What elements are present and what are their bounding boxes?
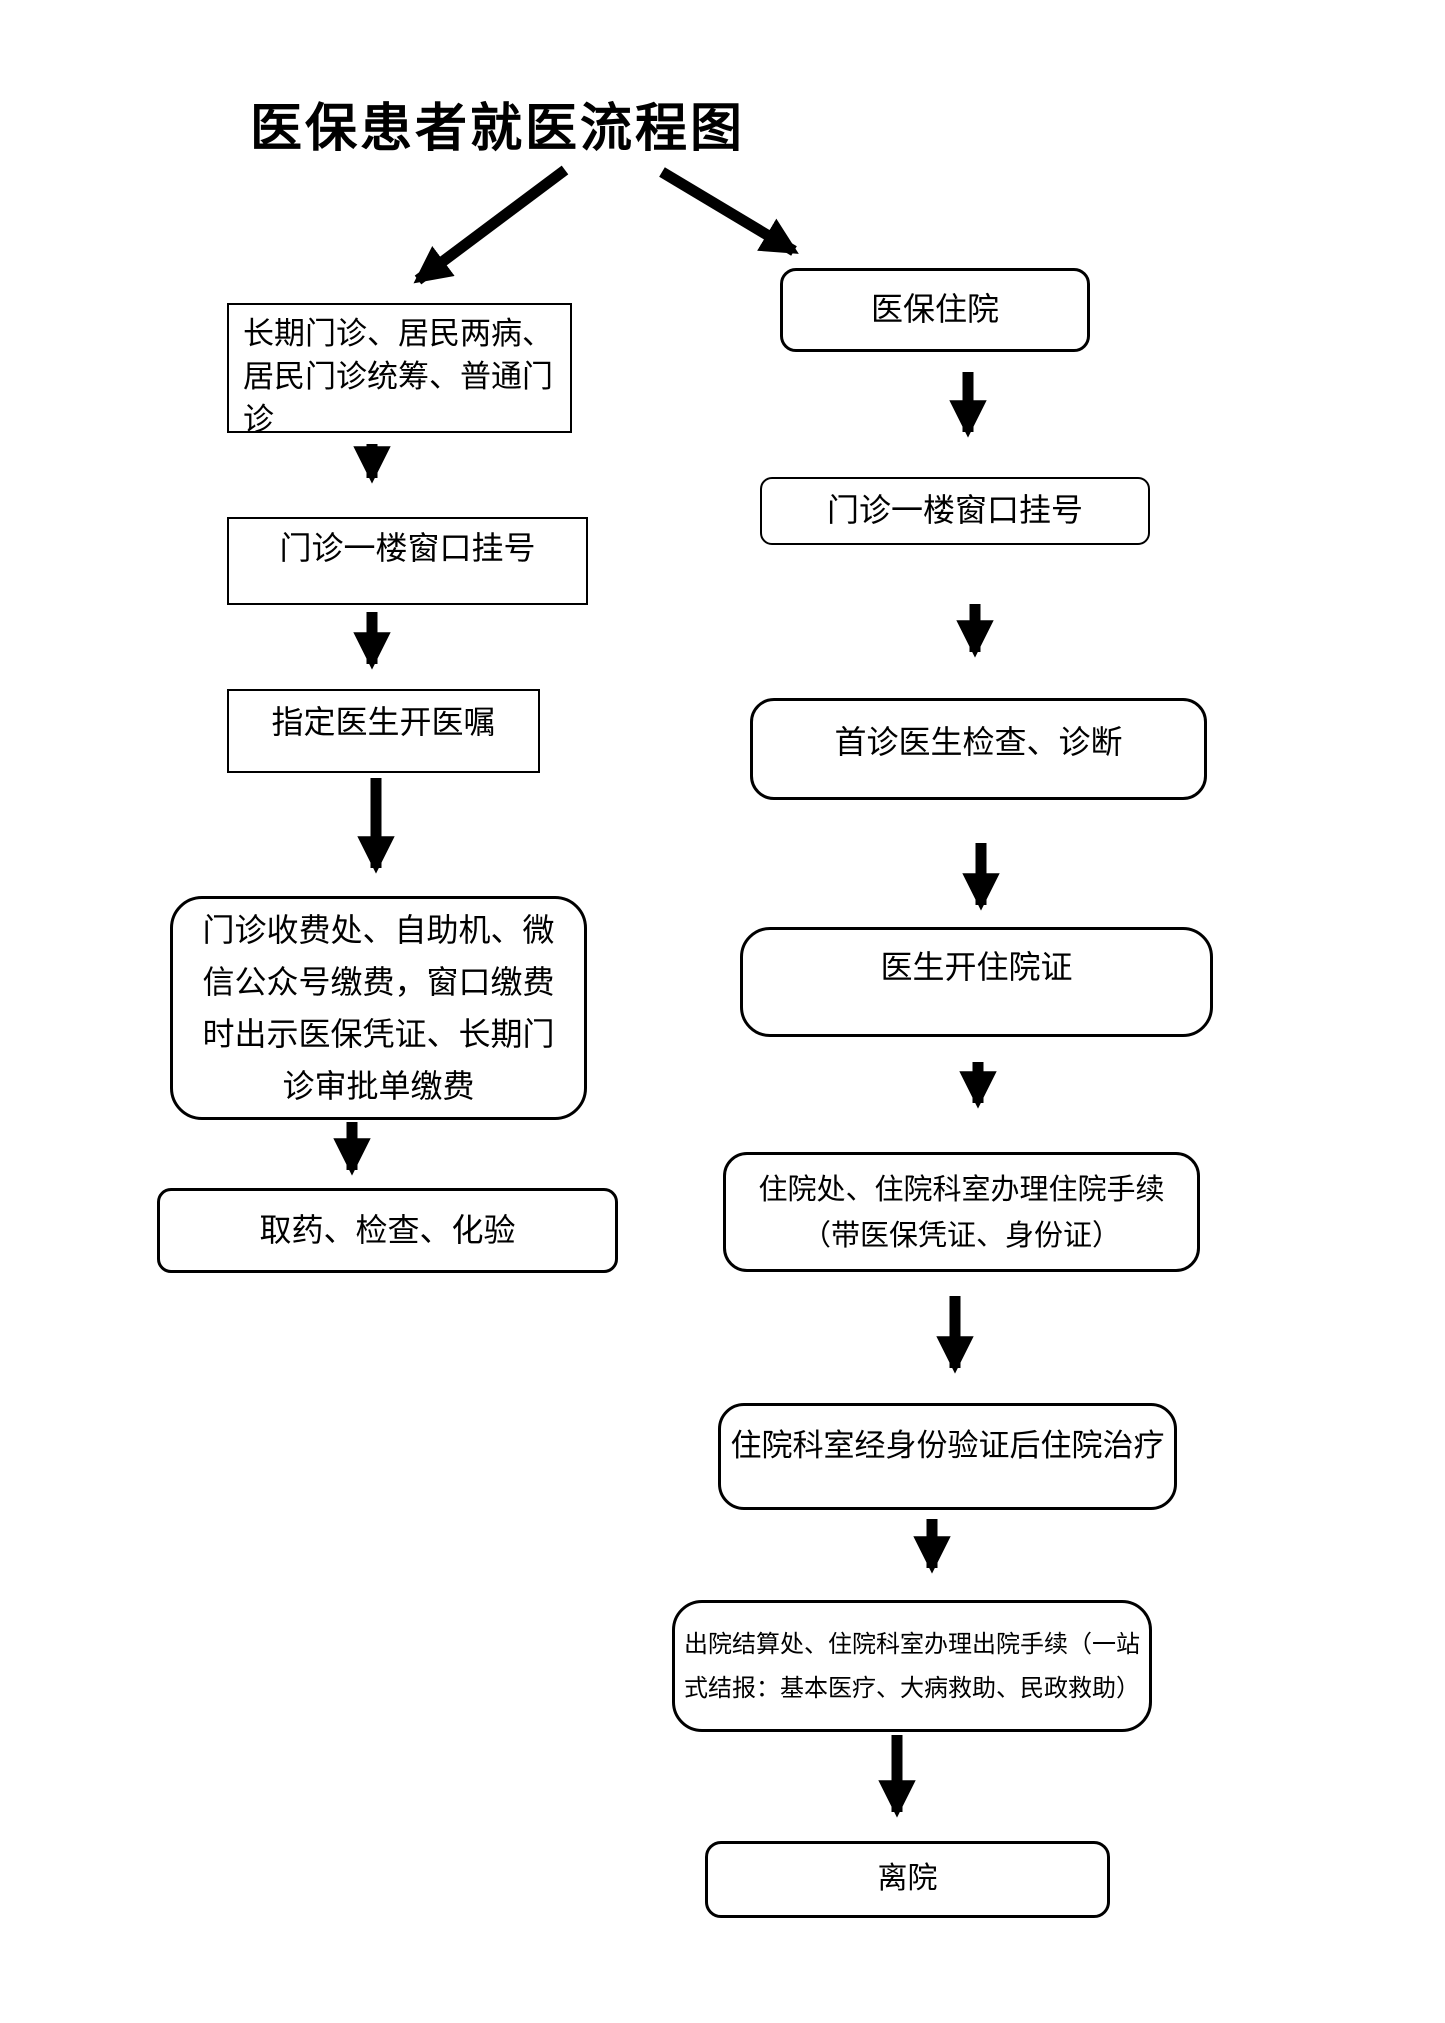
flow-step-medicine-check-test: 取药、检查、化验 <box>157 1188 618 1273</box>
flow-step-outpatient-register: 门诊一楼窗口挂号 <box>227 517 588 605</box>
diagram-title: 医保患者就医流程图 <box>250 98 746 159</box>
arrow-title-to-left-branch <box>413 165 569 285</box>
flow-step-identity-verified-treatment: 住院科室经身份验证后住院治疗 <box>718 1403 1177 1510</box>
flow-step-admission-procedure: 住院处、住院科室办理住院手续 （带医保凭证、身份证） <box>723 1152 1200 1272</box>
arrow-title-to-right-branch <box>659 167 799 256</box>
flow-step-insured-hospitalization: 医保住院 <box>780 268 1090 352</box>
flow-step-payment: 门诊收费处、自助机、微 信公众号缴费，窗口缴费 时出示医保凭证、长期门 诊审批单… <box>170 896 587 1120</box>
flow-step-outpatient-types: 长期门诊、居民两病、 居民门诊统筹、普通门 诊 <box>227 303 572 438</box>
flow-step-inpatient-register: 门诊一楼窗口挂号 <box>760 477 1150 545</box>
flow-step-admission-certificate: 医生开住院证 <box>740 927 1213 1037</box>
flow-step-discharge-settlement: 出院结算处、住院科室办理出院手续（一站 式结报：基本医疗、大病救助、民政救助） <box>672 1600 1152 1732</box>
flow-step-leave-hospital: 离院 <box>705 1841 1110 1918</box>
flow-step-doctor-order: 指定医生开医嘱 <box>227 689 540 773</box>
flow-step-first-doctor-diagnosis: 首诊医生检查、诊断 <box>750 698 1207 800</box>
